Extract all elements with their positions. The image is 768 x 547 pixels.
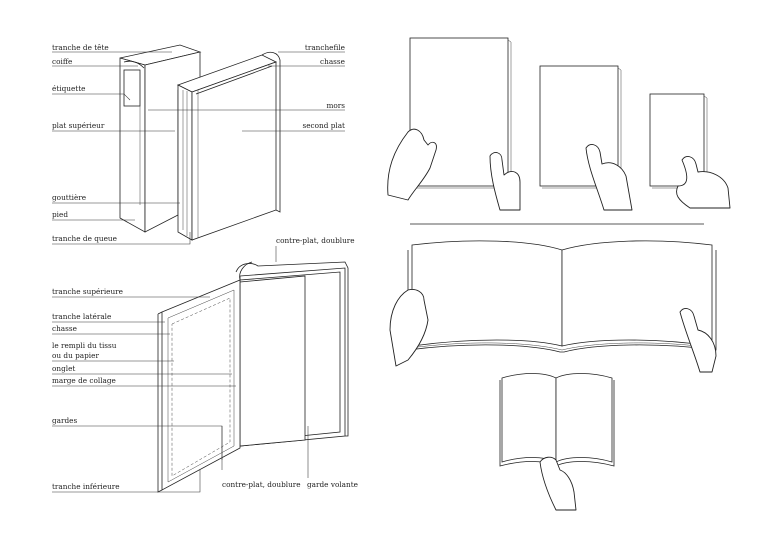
label-marge-de-collage: marge de collage: [52, 376, 116, 385]
label-tranche-inferieure: tranche inférieure: [52, 482, 120, 491]
label-rempli-line2: ou du papier: [52, 351, 99, 360]
label-mors: mors: [326, 101, 345, 110]
label-second-plat: second plat: [302, 121, 345, 130]
closed-book-labels-right: tranchefile chasse mors second plat: [302, 43, 345, 130]
closed-book-labels-left: tranche de tête coiffe étiquette plat su…: [52, 43, 117, 243]
closed-book-leaders: [52, 51, 345, 245]
label-tranchefile: tranchefile: [305, 43, 345, 52]
label-onglet: onglet: [52, 364, 75, 373]
open-book-illustration: [157, 261, 349, 493]
label-chasse: chasse: [52, 324, 77, 333]
label-pied: pied: [52, 210, 68, 219]
label-tranche-laterale: tranche latérale: [52, 312, 111, 321]
small-open-book-illustration: [499, 373, 615, 511]
open-book-labels-left: tranche supérieure tranche latérale chas…: [52, 287, 123, 491]
label-chasse-top: chasse: [320, 57, 345, 66]
label-garde-volante: garde volante: [307, 480, 358, 489]
label-contre-plat-doublure-top: contre-plat, doublure: [276, 236, 355, 245]
label-etiquette: étiquette: [52, 84, 85, 93]
label-gouttiere: gouttière: [52, 193, 86, 202]
label-rempli-line1: le rempli du tissu: [52, 341, 117, 350]
closed-books-illustration: [119, 44, 281, 241]
label-contre-plat-doublure-bottom: contre-plat, doublure: [222, 480, 301, 489]
label-plat-superieur: plat supérieur: [52, 121, 105, 130]
label-tranche-superieure: tranche supérieure: [52, 287, 123, 296]
book-sizes-illustration: [387, 37, 731, 211]
label-gardes: gardes: [52, 416, 77, 425]
open-book-labels-bottom: contre-plat, doublure garde volante: [222, 480, 358, 489]
label-tranche-de-tete: tranche de tête: [52, 43, 109, 52]
open-book-leaders: [52, 246, 309, 493]
label-tranche-de-queue: tranche de queue: [52, 234, 117, 243]
label-coiffe: coiffe: [52, 57, 72, 66]
open-book-held-illustration: [389, 240, 717, 373]
